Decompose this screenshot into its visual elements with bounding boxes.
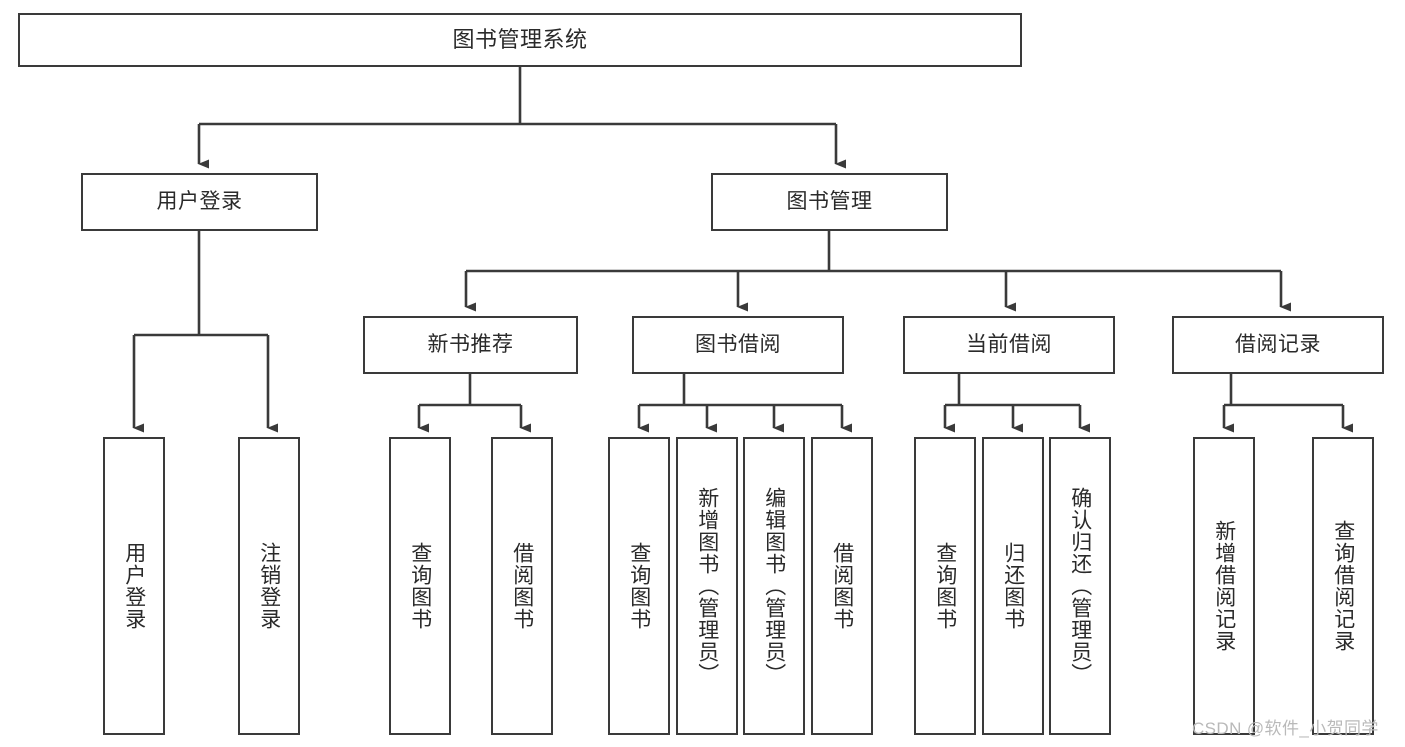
node-label: 图书管理: [786, 189, 873, 213]
node-label: 查询借阅记录: [1331, 520, 1355, 652]
node-label: 图书管理系统: [452, 27, 588, 53]
node-label: 用户登录: [156, 189, 243, 213]
node-label: 借阅图书: [510, 542, 534, 630]
leaf-user-login-logout[interactable]: 注销登录: [238, 437, 300, 735]
leaf-borrow-record-query-record[interactable]: 查询借阅记录: [1312, 437, 1374, 735]
node-label: 查询图书: [933, 542, 957, 630]
leaf-book-borrow-borrow-book[interactable]: 借阅图书: [811, 437, 873, 735]
node-book-borrow[interactable]: 图书借阅: [632, 316, 844, 374]
node-label: 归还图书: [1001, 542, 1025, 630]
node-label: 查询图书: [627, 542, 651, 630]
node-label: 查询图书: [408, 542, 432, 630]
node-label: 注销登录: [257, 542, 281, 630]
node-user-login[interactable]: 用户登录: [81, 173, 318, 231]
node-label: 确认归还（管理员）: [1068, 487, 1092, 685]
leaf-new-book-borrow-book[interactable]: 借阅图书: [491, 437, 553, 735]
node-label: 新增图书（管理员）: [695, 487, 719, 685]
node-label: 编辑图书（管理员）: [762, 487, 786, 685]
node-label: 当前借阅: [966, 332, 1052, 356]
node-label: 图书借阅: [695, 332, 781, 356]
node-borrow-record[interactable]: 借阅记录: [1172, 316, 1384, 374]
node-label: 新书推荐: [427, 332, 514, 356]
leaf-book-borrow-add-book-admin[interactable]: 新增图书（管理员）: [676, 437, 738, 735]
node-label: 用户登录: [122, 542, 146, 630]
leaf-current-borrow-query-book[interactable]: 查询图书: [914, 437, 976, 735]
node-new-book-recommend[interactable]: 新书推荐: [363, 316, 578, 374]
node-current-borrow[interactable]: 当前借阅: [903, 316, 1115, 374]
leaf-book-borrow-query-book[interactable]: 查询图书: [608, 437, 670, 735]
leaf-borrow-record-add-record[interactable]: 新增借阅记录: [1193, 437, 1255, 735]
node-label: 借阅图书: [830, 542, 854, 630]
node-book-management[interactable]: 图书管理: [711, 173, 948, 231]
node-label: 新增借阅记录: [1212, 520, 1236, 652]
leaf-user-login-login[interactable]: 用户登录: [103, 437, 165, 735]
watermark: CSDN @软件_小贺同学: [1192, 719, 1379, 738]
leaf-new-book-query-book[interactable]: 查询图书: [389, 437, 451, 735]
node-label: 借阅记录: [1235, 332, 1321, 356]
leaf-current-borrow-return-book[interactable]: 归还图书: [982, 437, 1044, 735]
node-root-book-management-system[interactable]: 图书管理系统: [18, 13, 1022, 67]
leaf-book-borrow-edit-book-admin[interactable]: 编辑图书（管理员）: [743, 437, 805, 735]
leaf-current-borrow-confirm-return-admin[interactable]: 确认归还（管理员）: [1049, 437, 1111, 735]
